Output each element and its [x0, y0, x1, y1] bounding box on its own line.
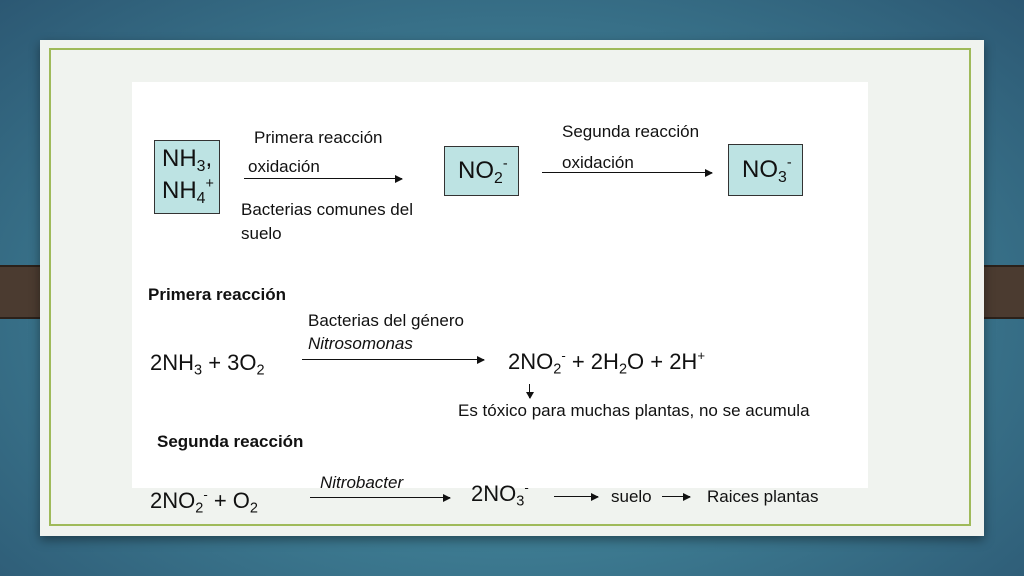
nitrite-formula: NO2- — [458, 155, 508, 187]
second-reaction-heading: Segunda reacción — [157, 432, 304, 451]
soil-bacteria-note-line1: Bacterias comunes del — [241, 200, 413, 219]
first-reaction-products: 2NO2- + 2H2O + 2H+ — [508, 347, 706, 378]
first-reaction-heading: Primera reacción — [148, 285, 286, 304]
nitrosomonas-agent-line1: Bacterias del género — [308, 311, 464, 330]
to-roots-arrow — [662, 492, 691, 501]
toxicity-arrow — [525, 384, 534, 399]
second-oxidation-arrow — [542, 168, 713, 177]
slide-content: NH3, NH4+ Primera reacción oxidación Bac… — [132, 82, 868, 516]
second-oxidation-label: oxidación — [562, 153, 634, 172]
first-reaction-arrow — [302, 355, 485, 364]
ammonia-formula: NH3, — [162, 145, 213, 175]
nitrite-box: NO2- — [444, 146, 519, 196]
nitrate-formula: NO3- — [742, 154, 792, 186]
first-oxidation-label: oxidación — [248, 157, 320, 176]
nitrobacter-agent: Nitrobacter — [320, 473, 404, 492]
ammonia-box: NH3, NH4+ — [154, 140, 220, 214]
second-reaction-arrow — [310, 493, 451, 502]
second-reaction-title: Segunda reacción — [562, 122, 700, 141]
first-reaction-reactants: 2NH3 + 3O2 — [150, 350, 265, 379]
slide: NH3, NH4+ Primera reacción oxidación Bac… — [40, 40, 984, 536]
toxicity-note: Es tóxico para muchas plantas, no se acu… — [458, 401, 810, 420]
slide-frame — [49, 48, 971, 526]
soil-step: suelo — [611, 487, 652, 506]
plant-roots-step: Raices plantas — [707, 487, 819, 506]
nitrosomonas-agent-line2: Nitrosomonas — [308, 334, 413, 353]
first-reaction-title: Primera reacción — [254, 128, 383, 147]
second-reaction-product: 2NO3- — [471, 479, 529, 510]
first-oxidation-arrow — [244, 174, 403, 183]
ammonium-formula: NH4+ — [162, 175, 214, 207]
nitrate-box: NO3- — [728, 144, 803, 196]
soil-bacteria-note-line2: suelo — [241, 224, 282, 243]
second-reaction-reactants: 2NO2- + O2 — [150, 486, 258, 517]
to-soil-arrow — [554, 492, 599, 501]
